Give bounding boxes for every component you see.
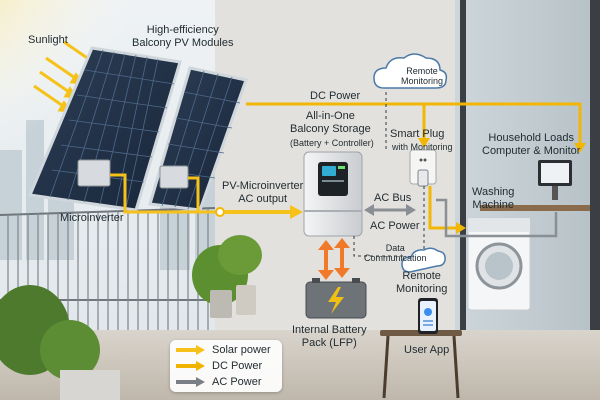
legend-arrow-ac [176,377,206,387]
legend-arrow-solar [176,345,206,355]
label-pv-microinverter-output: PV-Microinverter AC output [222,180,303,206]
smart-plug-device [418,170,428,186]
planter-center [210,290,232,318]
legend-label-ac: AC Power [212,376,262,388]
label-remote-monitoring-bottom: Remote Monitoring [396,270,447,296]
label-data-communication: Data Communication [364,243,427,263]
legend-row-solar: Solar power [176,342,276,358]
legend-arrow-dc [176,361,206,371]
microinverter-right [160,166,188,188]
label-pv-modules: High-efficiency Balcony PV Modules [132,24,234,50]
plant-small [218,235,262,275]
washing-machine [468,218,530,310]
legend-label-solar: Solar power [212,344,271,356]
legend-label-dc: DC Power [212,360,262,372]
planter-left [60,370,120,400]
label-washing-machine: Washing Machine [472,186,514,212]
label-storage-subtitle: (Battery + Controller) [290,138,374,148]
label-battery-pack: Internal Battery Pack (LFP) [292,324,367,350]
legend-row-ac: AC Power [176,374,276,390]
label-ac-power: AC Power [370,220,420,233]
microinverter-left [78,160,110,186]
label-microinverter: Microinverter [60,212,124,225]
label-smart-plug-sub: with Monitoring [392,142,453,152]
legend-row-dc: DC Power [176,358,276,374]
label-storage-title: All-in-One Balcony Storage [290,110,371,136]
planter-small [236,285,256,315]
label-remote-monitoring-cloud: Remote Monitoring [394,66,450,86]
label-household-loads: Household Loads Computer & Monitor [482,132,580,158]
label-user-app: User App [404,344,449,357]
label-sunlight: Sunlight [28,34,68,47]
label-smart-plug: Smart Plug [390,128,444,141]
connection-node [216,208,224,216]
smartphone-icon [418,298,438,334]
storage-unit [304,152,362,236]
label-ac-bus: AC Bus [374,192,411,205]
label-dc-power-top: DC Power [310,90,360,103]
legend: Solar power DC Power AC Power [170,340,282,392]
